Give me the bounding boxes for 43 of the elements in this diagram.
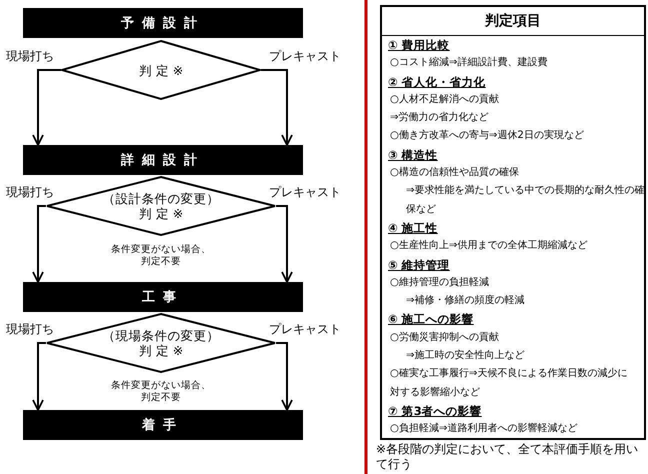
decision-text: （現場条件の変更） <box>102 328 220 343</box>
note-text: 条件変更がない場合、判定不要 <box>110 244 212 268</box>
note-text: 条件変更がない場合、判定不要 <box>110 380 212 404</box>
decision-text: 判 定 ※ <box>138 206 184 221</box>
item-heading: ① 費用比較 <box>387 37 451 54</box>
item-text: ○人材不足解消への貢献 <box>389 92 500 107</box>
decision-text: （設計条件の変更） <box>102 191 220 206</box>
item-text: ○構造の信頼性や品質の確保 <box>389 166 520 180</box>
decision-text: 判 定 ※ <box>138 343 184 358</box>
item-text: ⇒労働力の省力化など <box>389 110 490 126</box>
item-heading: ④ 施工性 <box>387 220 439 237</box>
footnote: ※各段階の判定において、全て本評価手順を用いて行う <box>376 442 640 472</box>
item-text: ⇒要求性能を満たしている中での長期的な耐久性の確保など <box>405 184 646 217</box>
item-text: ○負担軽減⇒道路利用者への影響軽減など <box>389 422 578 436</box>
edge-label: 現場打ち <box>5 184 55 201</box>
process-bar: 詳細設計 <box>23 145 303 175</box>
criteria-panel <box>380 5 646 440</box>
item-text: ⇒施工時の安全性向上など <box>405 348 526 364</box>
process-bar: 工事 <box>23 282 303 312</box>
item-heading: ③ 構造性 <box>387 146 439 164</box>
process-bar: 予備設計 <box>23 8 303 38</box>
edge-label: 現場打ち <box>5 48 55 65</box>
edge-label: 現場打ち <box>5 321 55 338</box>
item-text: ⇒補修・修繕の頻度の軽減 <box>405 294 526 308</box>
item-heading: ⑤ 維持管理 <box>387 256 451 274</box>
arrow <box>32 205 46 283</box>
item-heading: ⑦ 第3者への影響 <box>387 402 483 420</box>
decision-text: 判 定 ※ <box>138 62 184 78</box>
item-text: ○確実な工事履行⇒天候不良による作業日数の減少に対する影響縮小など <box>389 366 628 400</box>
process-bar: 着手 <box>23 410 303 440</box>
item-heading: ② 省人化・省力化 <box>387 74 487 91</box>
item-text: ○コスト縮減⇒詳細設計費、建設費 <box>389 56 548 70</box>
item-text: ○維持管理の負担軽減 <box>389 276 490 290</box>
item-heading: ⑥ 施工への影響 <box>387 311 475 328</box>
panel-header: 判定項目 <box>382 7 644 36</box>
arrow <box>276 342 293 411</box>
arrow <box>32 342 46 411</box>
item-text: ○労働災害抑制への貢献 <box>389 330 500 345</box>
arrow <box>261 69 293 146</box>
item-text: ○働き方改革への寄与⇒週休2日の実現など <box>389 128 585 144</box>
arrow <box>32 69 61 146</box>
item-text: ○生産性向上⇒供用までの全体工期縮減など <box>389 238 588 254</box>
arrow <box>276 205 293 283</box>
